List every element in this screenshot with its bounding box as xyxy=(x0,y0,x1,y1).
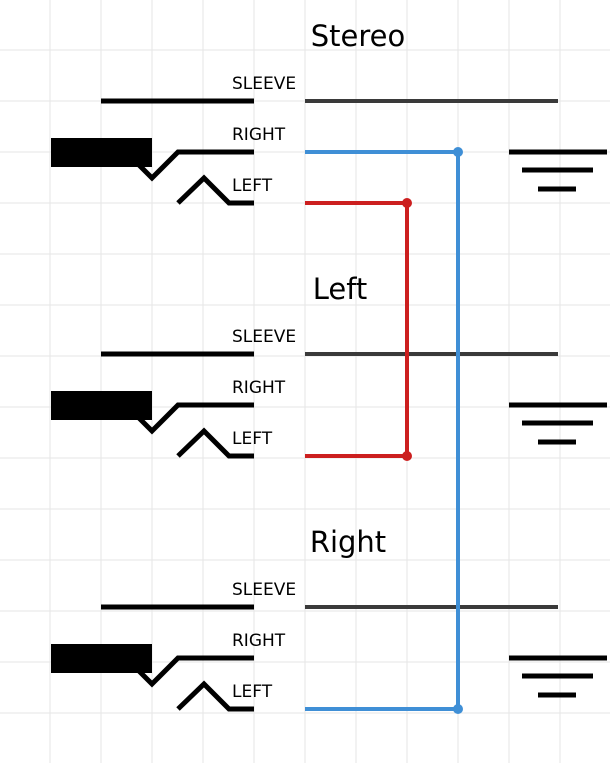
wire-joint xyxy=(453,704,463,714)
sleeve-label: SLEEVE xyxy=(232,580,296,600)
right-contact xyxy=(128,655,254,688)
stereo-section: Stereo SLEEVE RIGHT LEFT xyxy=(51,19,607,206)
left-label: LEFT xyxy=(232,176,273,196)
right-section: Right SLEEVE RIGHT LEFT xyxy=(51,525,607,712)
wire-joint xyxy=(402,198,412,208)
section-title: Stereo xyxy=(311,19,406,53)
left-signal-wire[interactable] xyxy=(305,198,412,461)
jack-symbol xyxy=(51,98,254,206)
section-title: Left xyxy=(313,272,368,306)
right-contact xyxy=(128,402,254,435)
right-wire-path[interactable] xyxy=(305,150,460,711)
ground-symbol xyxy=(509,402,607,445)
jack-symbol xyxy=(51,604,254,712)
left-contact xyxy=(176,427,254,459)
left-contact xyxy=(176,174,254,206)
left-contact xyxy=(176,680,254,712)
right-label: RIGHT xyxy=(232,631,286,651)
right-contact xyxy=(128,149,254,182)
wire-joint xyxy=(453,147,463,157)
right-label: RIGHT xyxy=(232,378,286,398)
left-section: Left SLEEVE RIGHT LEFT xyxy=(51,272,607,459)
jack-symbol xyxy=(51,351,254,459)
left-label: LEFT xyxy=(232,429,273,449)
right-signal-wire[interactable] xyxy=(305,147,463,714)
sleeve-label: SLEEVE xyxy=(232,327,296,347)
ground-symbol xyxy=(509,149,607,192)
wire-joint xyxy=(402,451,412,461)
left-wire-path[interactable] xyxy=(305,201,409,458)
ground-symbol xyxy=(509,655,607,698)
ground-wires xyxy=(305,99,560,658)
right-label: RIGHT xyxy=(232,125,286,145)
left-label: LEFT xyxy=(232,682,273,702)
sleeve-label: SLEEVE xyxy=(232,74,296,94)
section-title: Right xyxy=(310,525,386,559)
